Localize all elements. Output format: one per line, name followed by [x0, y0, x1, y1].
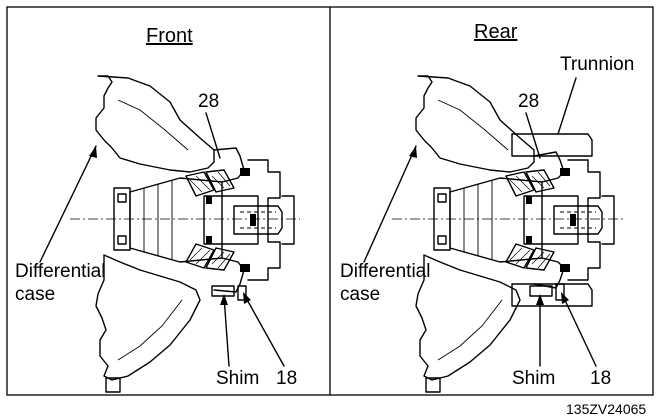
front-upper-bearing [185, 169, 235, 197]
rear-case-lower-rib [437, 299, 503, 361]
rear-trunnion-leader [557, 77, 577, 135]
rear-part-28-leader [525, 112, 541, 159]
front-pinion-teeth [143, 180, 173, 260]
rear-flange-cap [601, 195, 615, 245]
figure-code: 135ZV24065 [566, 401, 646, 417]
front-flange [247, 159, 281, 281]
front-bottom-bolt [105, 377, 121, 393]
front-part-28-label: 28 [198, 91, 219, 112]
front-case-arrowhead [89, 146, 97, 158]
front-upper-retainer [213, 147, 245, 183]
rear-trunnion-upper [511, 133, 593, 157]
rear-upper-retainer [533, 151, 565, 183]
rear-flange [567, 159, 601, 281]
front-shaft-dashed [240, 211, 276, 229]
front-case-label-line2: case [15, 284, 55, 305]
front-case-leader [39, 145, 97, 263]
front-shim-leader [223, 295, 230, 367]
rear-case-upper-rib [437, 99, 509, 151]
front-case-lower-rib [117, 299, 183, 361]
rear-assembly-drawing [392, 75, 624, 393]
rear-shaft [523, 195, 579, 245]
front-left-hub-detail [117, 193, 127, 245]
front-upper-bearing-hatch [189, 171, 231, 193]
front-case-label-line1: Differential [15, 261, 105, 282]
front-shim-arrowhead [220, 294, 228, 305]
front-title: Front [146, 25, 193, 47]
front-small-seals [206, 196, 256, 244]
front-bolt-18-label: 18 [276, 368, 297, 389]
rear-bottom-bolt [425, 377, 441, 393]
rear-pinion-teeth [463, 180, 493, 260]
rear-upper-bearing [505, 169, 555, 197]
rear-title: Rear [474, 21, 518, 43]
front-left-hub [113, 187, 131, 251]
front-part-28-leader [205, 112, 221, 159]
rear-lower-bearing [505, 243, 555, 271]
rear-case-arrowhead [409, 146, 417, 158]
rear-small-seals [526, 196, 576, 244]
rear-bolt-18-leader [562, 295, 597, 367]
rear-shim-plate [529, 285, 553, 297]
rear-left-hub-detail [437, 193, 447, 245]
rear-lower-bearing-hatch [509, 247, 551, 269]
front-shim-label: Shim [216, 368, 259, 389]
front-case-upper [95, 75, 215, 173]
rear-case-upper [415, 75, 535, 173]
front-bolt-18-arrowhead [243, 292, 251, 304]
rear-trunnion-lower [511, 283, 593, 307]
rear-case-label-line2: case [340, 284, 380, 305]
rear-shaft-dashed [560, 211, 596, 229]
rear-shaft-end [553, 205, 603, 235]
rear-case-label-line1: Differential [340, 261, 430, 282]
front-lower-bearing-hatch [189, 247, 231, 269]
front-shaft-end [233, 205, 283, 235]
rear-panel: Rear [340, 21, 634, 393]
front-lower-bearing [185, 243, 235, 271]
front-panel: Front [15, 25, 300, 393]
front-shaft [203, 195, 259, 245]
front-lower-retainer [213, 257, 245, 293]
front-flange-cap [281, 195, 295, 245]
rear-case-leader [363, 145, 417, 263]
rear-part-28-label: 28 [518, 91, 539, 112]
rear-shim-label: Shim [512, 368, 555, 389]
front-assembly-drawing [70, 75, 300, 393]
rear-bolt-18-arrowhead [561, 292, 569, 304]
rear-upper-bearing-hatch [509, 171, 551, 193]
rear-left-hub [433, 187, 451, 251]
front-shim-plate [211, 285, 235, 297]
rear-bolt-18-label: 18 [590, 368, 611, 389]
front-bolt-18-leader [244, 295, 285, 367]
rear-shim-arrowhead [536, 294, 544, 305]
rear-trunnion-label: Trunnion [560, 54, 634, 75]
front-case-upper-rib [117, 99, 189, 151]
